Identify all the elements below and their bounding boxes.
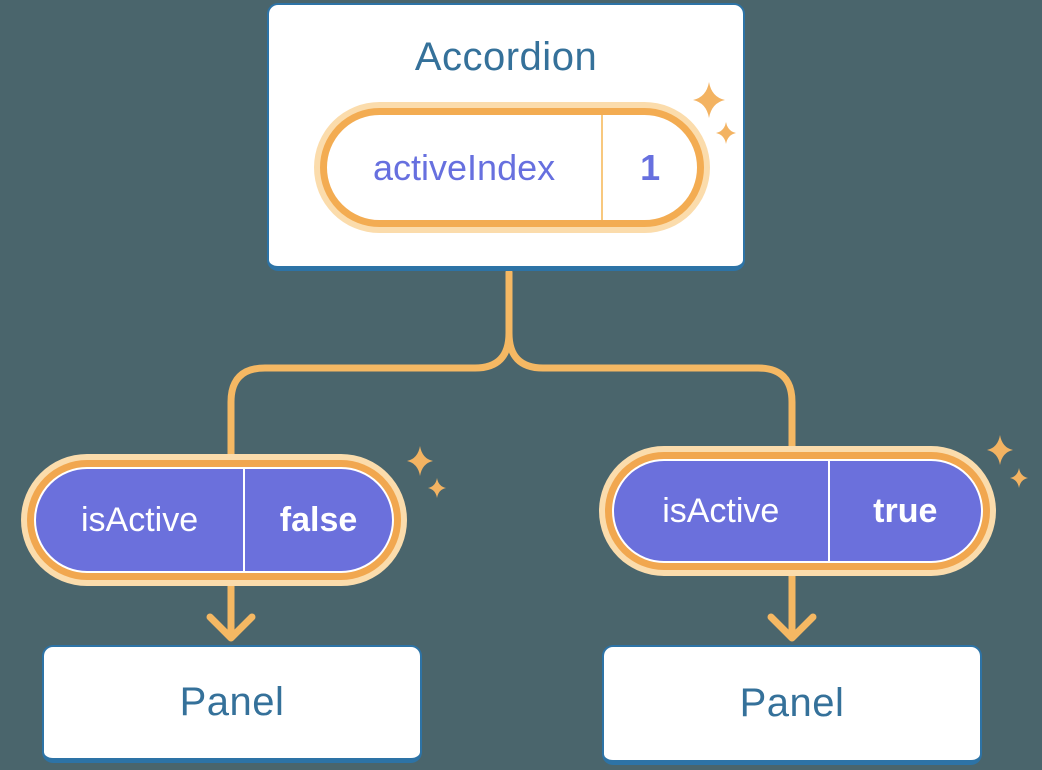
- prop-pill-value: false: [279, 500, 358, 539]
- panel-component-card-right: Panel: [602, 645, 982, 765]
- prop-pill-label-cell: isActive: [36, 469, 243, 571]
- prop-pill-value-cell: false: [243, 469, 392, 571]
- prop-pill-label-cell: isActive: [614, 461, 828, 561]
- prop-pill-isactive-true: isActive true: [612, 459, 983, 563]
- state-pill-label: activeIndex: [373, 146, 556, 188]
- right-branch-line: [505, 329, 796, 455]
- accordion-component-card: Accordion activeIndex 1: [267, 3, 745, 271]
- right-arrow-head: [767, 613, 817, 642]
- panel-component-card-left: Panel: [42, 645, 422, 763]
- prop-pill-isactive-false: isActive false: [34, 467, 394, 573]
- panel-title: Panel: [739, 681, 845, 725]
- accordion-title: Accordion: [414, 35, 598, 79]
- state-pill-label-cell: activeIndex: [327, 115, 601, 220]
- prop-pill-value-cell: true: [827, 461, 981, 561]
- left-arrow-head: [206, 613, 256, 642]
- state-pill-value: 1: [640, 146, 661, 188]
- prop-pill-label: isActive: [662, 491, 780, 530]
- prop-pill-label: isActive: [80, 500, 199, 539]
- prop-pill-value: true: [873, 491, 938, 530]
- left-branch-line: [227, 329, 513, 462]
- state-pill-activeindex: activeIndex 1: [320, 108, 704, 227]
- state-pill-value-cell: 1: [601, 115, 697, 220]
- panel-title: Panel: [179, 680, 285, 724]
